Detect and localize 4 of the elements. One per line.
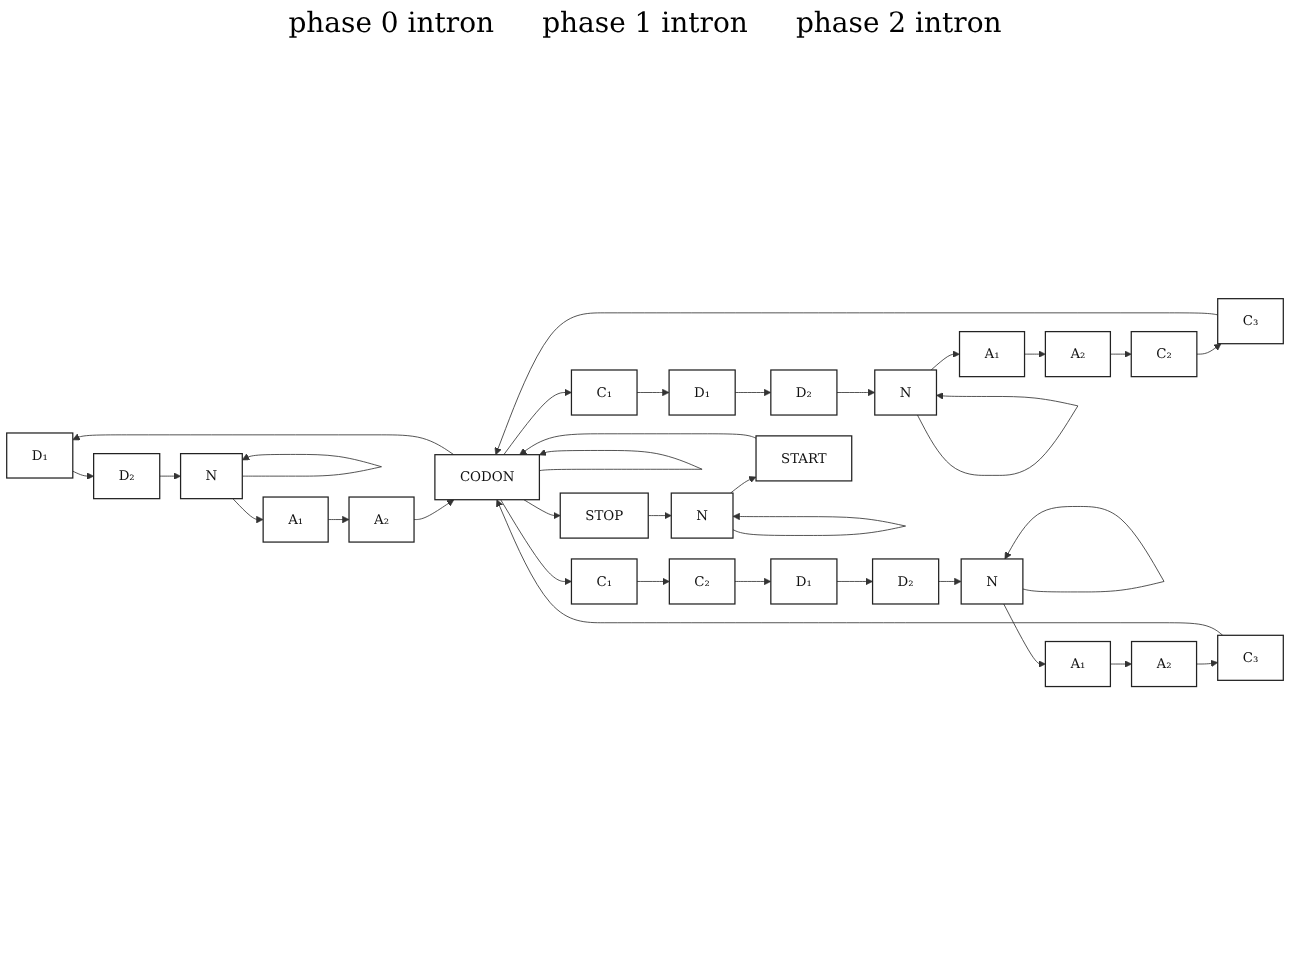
group-label: phase 0 intron <box>288 8 495 40</box>
arrow <box>538 449 703 472</box>
group-label: phase 2 intron <box>795 8 1002 40</box>
group-label: phase 1 intron <box>542 8 748 40</box>
